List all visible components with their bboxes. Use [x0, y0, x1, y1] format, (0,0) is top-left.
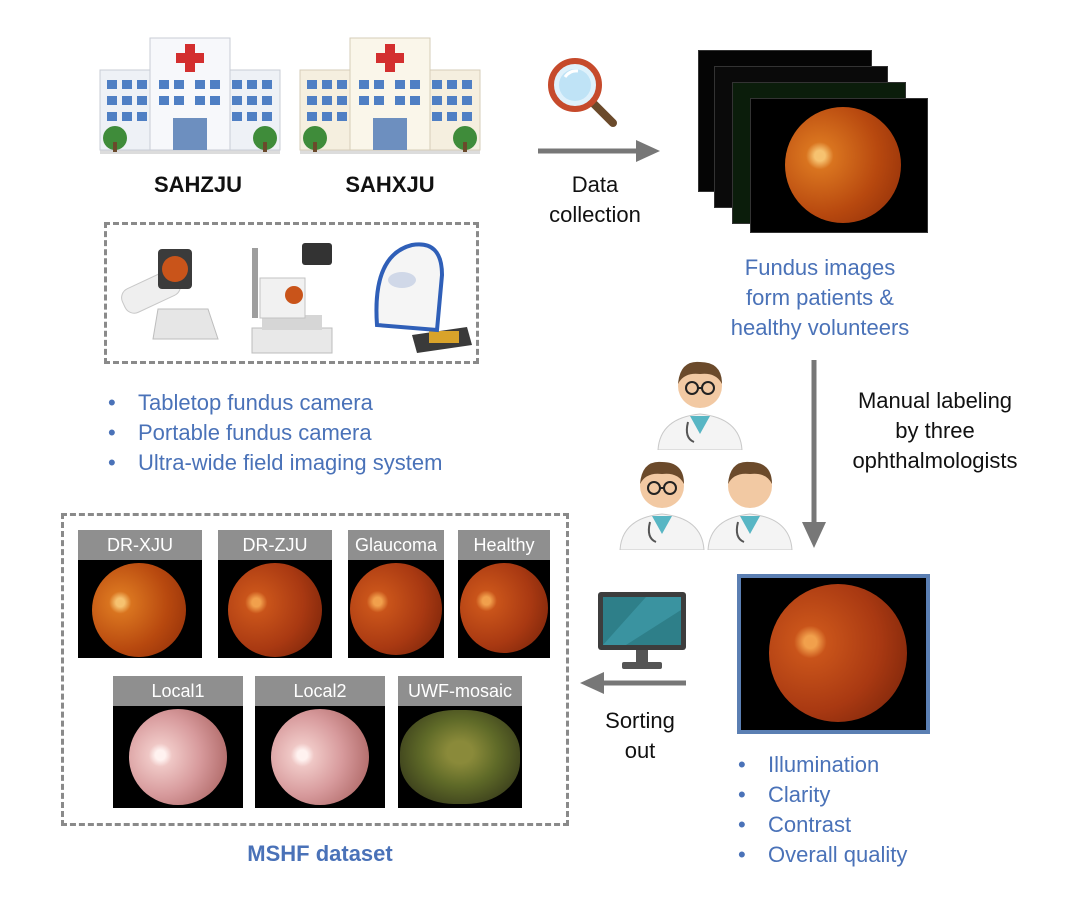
fundus-caption: Fundus images form patients & healthy vo…	[730, 255, 910, 340]
fundus-image	[750, 98, 928, 233]
dataset-tile-dr-zju: DR-ZJU	[218, 530, 332, 658]
hospital-icon	[299, 37, 481, 154]
arrow-right	[538, 140, 660, 162]
tile-label: Local2	[255, 676, 385, 706]
hospital-icon	[99, 37, 281, 154]
devices-box	[104, 222, 479, 364]
tile-label: UWF-mosaic	[398, 676, 522, 706]
arrow-down	[802, 360, 826, 548]
hospital-name: SAHXJU	[345, 172, 435, 197]
hospital-sahxju	[295, 30, 485, 155]
quality-list: Illumination Clarity Contrast Overall qu…	[738, 750, 907, 870]
uwf-device-icon	[374, 242, 472, 353]
device-item: Portable fundus camera	[108, 418, 442, 448]
dataset-tile-local1: Local1	[113, 676, 243, 808]
data-collection-label: Data collection	[549, 172, 641, 227]
hospital-sahzju	[95, 30, 285, 155]
dataset-tile-healthy: Healthy	[458, 530, 550, 658]
quality-item: Overall quality	[738, 840, 907, 870]
arrow-left	[580, 672, 686, 694]
device-item: Ultra-wide field imaging system	[108, 448, 442, 478]
magnifier-icon	[545, 55, 620, 130]
quality-item: Contrast	[738, 810, 907, 840]
tile-label: DR-XJU	[78, 530, 202, 560]
doctor-icon	[619, 461, 705, 550]
quality-item: Illumination	[738, 750, 907, 780]
manual-labeling-label: Manual labeling by three ophthalmologist…	[852, 388, 1018, 473]
tile-label: Glaucoma	[348, 530, 444, 560]
device-list: Tabletop fundus camera Portable fundus c…	[108, 388, 442, 478]
dataset-tile-uwf-mosaic: UWF-mosaic	[398, 676, 522, 808]
labeled-fundus-image	[737, 574, 930, 734]
tabletop-camera-icon	[251, 243, 333, 354]
quality-item: Clarity	[738, 780, 907, 810]
monitor-icon	[598, 592, 686, 669]
doctor-icon	[657, 361, 743, 450]
dataset-tile-dr-xju: DR-XJU	[78, 530, 202, 658]
dataset-tile-glaucoma: Glaucoma	[348, 530, 444, 658]
device-item: Tabletop fundus camera	[108, 388, 442, 418]
tile-label: DR-ZJU	[218, 530, 332, 560]
doctor-icon	[707, 461, 793, 550]
tile-label: Healthy	[458, 530, 550, 560]
dataset-title: MSHF dataset	[247, 841, 393, 866]
dataset-tile-local2: Local2	[255, 676, 385, 808]
fundus-image-stack	[698, 50, 928, 233]
hospital-name: SAHZJU	[153, 172, 242, 197]
tile-label: Local1	[113, 676, 243, 706]
sorting-label: Sorting out	[605, 708, 675, 763]
portable-camera-icon	[121, 249, 219, 340]
dataset-box	[61, 513, 569, 826]
